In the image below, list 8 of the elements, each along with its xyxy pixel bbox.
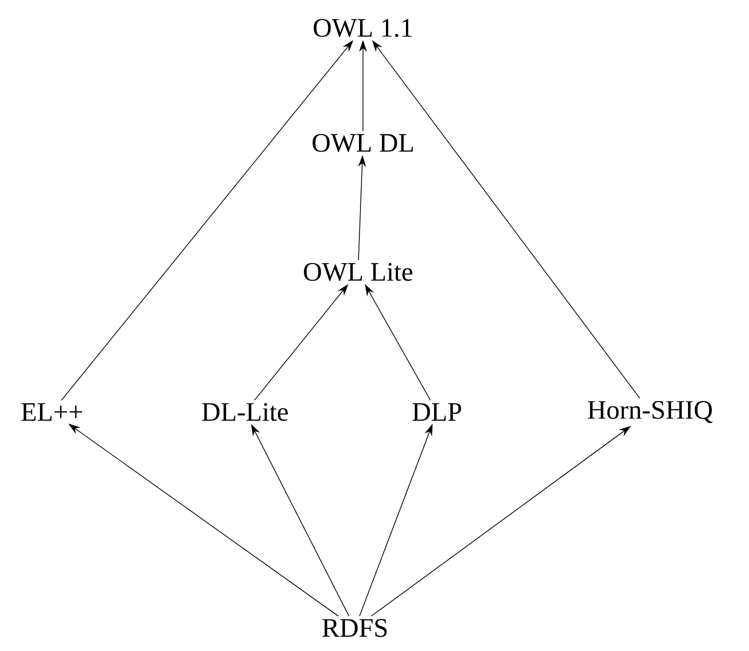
node-label: OWL 1.1 <box>314 18 412 38</box>
node-label: DLP <box>412 403 462 421</box>
node-label: RDFS <box>322 619 387 637</box>
node-label: Horn-SHIQ <box>588 401 712 423</box>
node-label: DL-Lite <box>202 403 288 421</box>
node-label: EL++ <box>21 403 82 421</box>
node-label: OWL Lite <box>304 262 412 282</box>
node-label: OWL DL <box>312 134 413 152</box>
